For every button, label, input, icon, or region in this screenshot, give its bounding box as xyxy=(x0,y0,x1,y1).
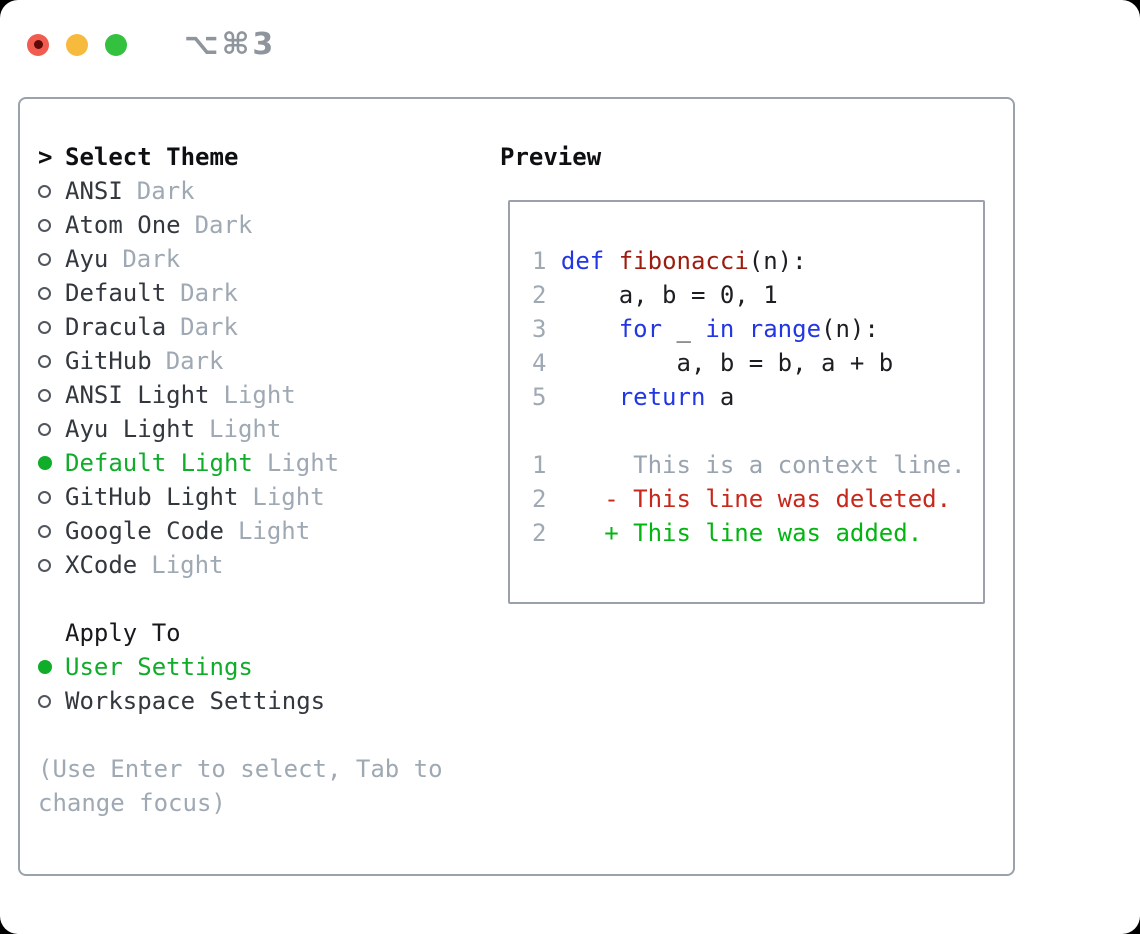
radio-icon xyxy=(38,354,65,368)
theme-option[interactable]: Ayu Dark xyxy=(38,242,462,276)
theme-option[interactable]: Google Code Light xyxy=(38,514,462,548)
close-dot-icon xyxy=(33,40,43,49)
theme-option-label: Default Light xyxy=(65,449,253,477)
apply-to-title: Apply To xyxy=(65,619,181,647)
code-block: 1 def fibonacci(n): 2 a, b = 0, 1 3 for _ … xyxy=(532,244,983,414)
theme-option[interactable]: Atom One Dark xyxy=(38,208,462,242)
close-button[interactable] xyxy=(27,33,49,56)
theme-option-label: ANSI Light xyxy=(65,381,210,409)
theme-option-label: GitHub Light xyxy=(65,483,239,511)
theme-option[interactable]: ANSI Dark xyxy=(38,174,462,208)
select-theme-title: Select Theme xyxy=(65,143,239,171)
code-line: 4 a, b = b, a + b xyxy=(532,349,894,377)
theme-variant-tag: Dark xyxy=(194,211,253,239)
theme-variant-tag: Light xyxy=(237,517,311,545)
radio-icon xyxy=(38,320,65,334)
theme-variant-tag: Light xyxy=(209,415,282,443)
radio-icon xyxy=(38,694,65,708)
theme-option-label: GitHub xyxy=(65,347,152,375)
apply-to-header: Apply To xyxy=(38,616,462,650)
titlebar: ⌥⌘3 xyxy=(27,27,276,62)
theme-variant-tag: Dark xyxy=(165,347,224,375)
radio-icon xyxy=(38,286,65,300)
apply-option[interactable]: Workspace Settings xyxy=(38,684,462,718)
radio-icon xyxy=(38,524,65,538)
diff-line: 1 This is a context line. xyxy=(532,451,966,479)
focus-caret-icon: > xyxy=(38,143,53,171)
theme-option[interactable]: Default Dark xyxy=(38,276,462,310)
theme-option[interactable]: ANSI Light Light xyxy=(38,378,462,412)
preview-title: Preview xyxy=(500,143,602,171)
theme-option[interactable]: GitHub Dark xyxy=(38,344,462,378)
theme-variant-tag: Light xyxy=(266,449,340,477)
code-line: 1 def fibonacci(n): xyxy=(532,247,807,275)
apply-option-label: Workspace Settings xyxy=(65,687,326,715)
apply-option[interactable]: User Settings xyxy=(38,650,462,684)
theme-variant-tag: Dark xyxy=(180,313,238,341)
diff-line: 2 - This line was deleted. xyxy=(532,485,952,513)
window-title: ⌥⌘3 xyxy=(184,27,277,62)
zoom-button[interactable] xyxy=(105,33,127,56)
theme-option[interactable]: XCode Light xyxy=(38,548,462,582)
theme-variant-tag: Dark xyxy=(180,279,238,307)
radio-icon xyxy=(38,490,65,504)
theme-option[interactable]: Default Light Light xyxy=(38,446,462,480)
theme-option[interactable]: Dracula Dark xyxy=(38,310,462,344)
minimize-button[interactable] xyxy=(66,33,88,56)
radio-icon xyxy=(38,558,65,572)
theme-variant-tag: Dark xyxy=(136,177,195,205)
preview-pane: 1 def fibonacci(n): 2 a, b = 0, 1 3 for _ … xyxy=(508,200,985,604)
spacer xyxy=(38,582,462,616)
theme-option-label: Google Code xyxy=(65,517,224,545)
radio-icon xyxy=(38,456,65,470)
radio-icon xyxy=(38,422,65,436)
theme-option-label: Default xyxy=(65,279,167,307)
theme-variant-tag: Light xyxy=(151,551,224,579)
theme-option-label: Atom One xyxy=(65,211,181,239)
code-line: 5 return a xyxy=(532,383,735,411)
theme-variant-tag: Light xyxy=(252,483,325,511)
radio-icon xyxy=(38,218,65,232)
spacer xyxy=(532,414,983,448)
radio-icon xyxy=(38,252,65,266)
theme-option[interactable]: GitHub Light Light xyxy=(38,480,462,514)
radio-icon xyxy=(38,660,65,674)
theme-option-label: Dracula xyxy=(65,313,167,341)
radio-icon xyxy=(38,184,65,198)
theme-option[interactable]: Ayu Light Light xyxy=(38,412,462,446)
theme-option-label: Ayu xyxy=(65,245,109,273)
diff-block: 1 This is a context line. 2 - This line w… xyxy=(532,448,983,550)
theme-variant-tag: Dark xyxy=(122,245,181,273)
code-line: 3 for _ in range(n): xyxy=(532,315,879,343)
theme-option-label: ANSI xyxy=(65,177,123,205)
select-theme-header: > Select Theme xyxy=(38,140,462,174)
theme-option-label: XCode xyxy=(65,551,138,579)
theme-option-label: Ayu Light xyxy=(65,415,196,443)
radio-icon xyxy=(38,388,65,402)
hint-text: (Use Enter to select, Tab to change focu… xyxy=(38,755,443,817)
theme-variant-tag: Light xyxy=(223,381,296,409)
diff-line: 2 + This line was added. xyxy=(532,519,923,547)
code-line: 2 a, b = 0, 1 xyxy=(532,281,778,309)
apply-option-label: User Settings xyxy=(65,653,253,681)
preview-content: 1 def fibonacci(n): 2 a, b = 0, 1 3 for _ … xyxy=(510,202,983,550)
spacer xyxy=(38,718,462,752)
